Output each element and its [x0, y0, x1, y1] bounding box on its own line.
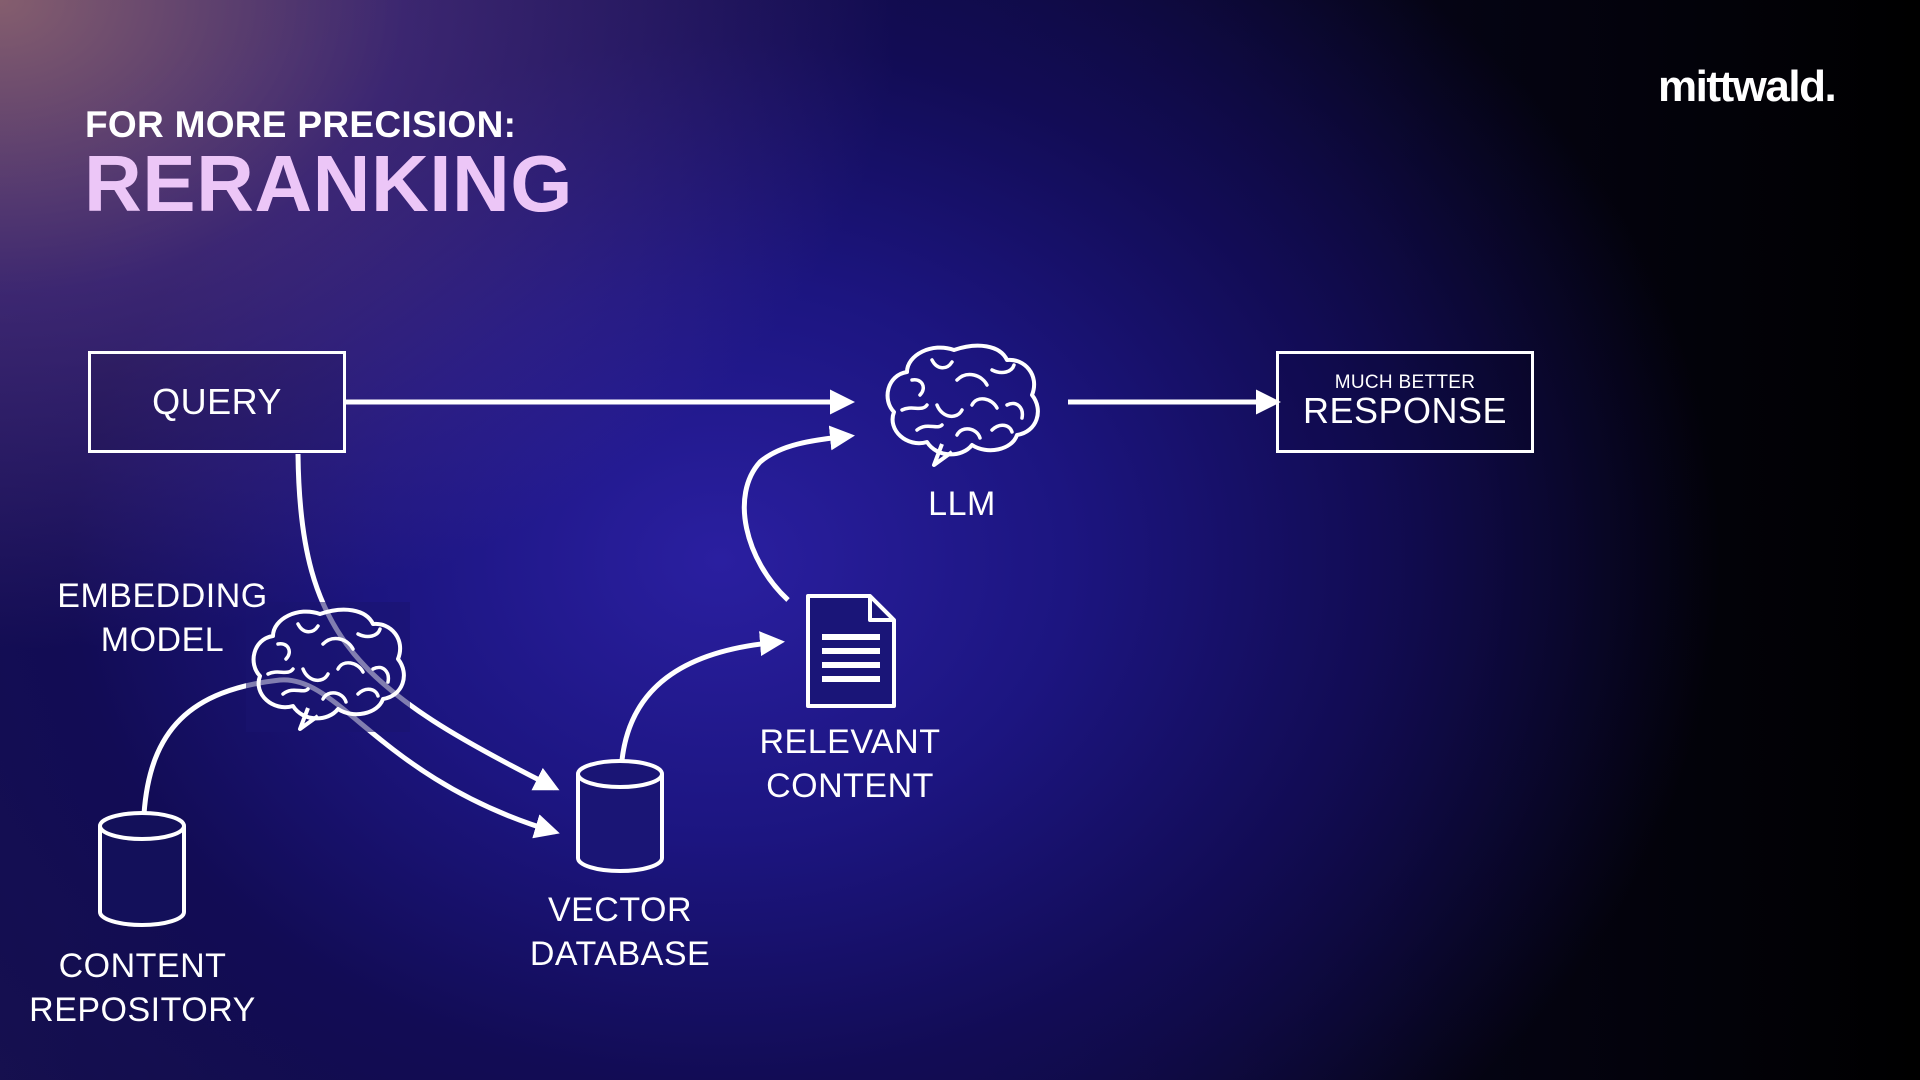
- brand-logo: mittwald.: [1658, 62, 1837, 111]
- query-label: QUERY: [152, 381, 282, 422]
- slide-subtitle: FOR MORE PRECISION:: [85, 104, 517, 145]
- vector-to-relevant-arrow: [619, 631, 785, 761]
- slide-title: RERANKING: [84, 139, 573, 228]
- relevant-to-llm-arrow: [741, 425, 855, 602]
- content-repository-database-icon: [98, 811, 186, 927]
- response-box: MUCH BETTER RESPONSE: [1276, 351, 1534, 453]
- response-qualifier: MUCH BETTER: [1334, 372, 1476, 393]
- content-repository-label: CONTENT REPOSITORY: [29, 947, 256, 1029]
- query-box: QUERY: [88, 351, 346, 453]
- llm-brain-icon: [885, 343, 1040, 467]
- response-label: RESPONSE: [1302, 390, 1508, 431]
- llm-label: LLM: [928, 485, 996, 523]
- embedding-model-label: EMBEDDING MODEL: [57, 577, 268, 659]
- vector-database-icon: [576, 759, 664, 873]
- relevant-content-label: RELEVANT CONTENT: [759, 723, 941, 805]
- embedding-brain-icon: [246, 602, 410, 732]
- document-icon: [806, 594, 896, 708]
- vector-database-label: VECTOR DATABASE: [529, 891, 711, 973]
